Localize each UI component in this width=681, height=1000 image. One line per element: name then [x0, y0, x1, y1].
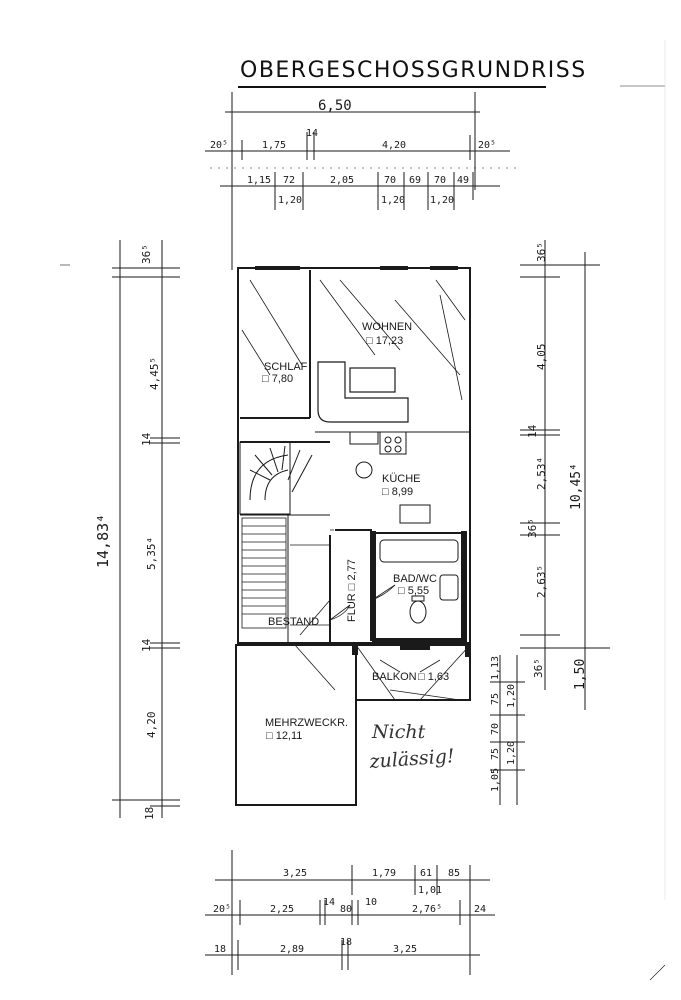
dim-bottom-sub: 1,01: [418, 885, 442, 896]
room-balkon-area: □ 1,63: [418, 671, 449, 683]
roof-slope-lines: [241, 279, 466, 401]
bottom-dimension-lines: [205, 850, 495, 975]
stove: [349, 431, 431, 524]
dim-bottom-2: 1,79: [372, 868, 396, 879]
dim-right-3: 14: [526, 424, 539, 438]
dim-bottom-r3-3: 18: [340, 937, 352, 948]
dim-small-5: 75: [490, 748, 501, 760]
dim-total-width: 6,50: [318, 98, 352, 114]
room-mehrzweck-area: □ 12,11: [266, 730, 302, 742]
room-bestand: BESTAND: [268, 616, 319, 628]
dim-left-6: 4,20: [145, 712, 158, 739]
dim-row2-1: 1,15: [247, 175, 271, 186]
room-mehrzweck-name: MEHRZWECKR.: [265, 717, 348, 729]
dim-row2-6: 70: [434, 175, 446, 186]
left-dimension-lines: [112, 240, 180, 818]
dim-small-6: 1,20: [506, 741, 517, 765]
room-kueche-name: KÜCHE: [382, 473, 421, 485]
dim-small-7: 1,05: [490, 768, 501, 792]
balcony-markers: [379, 659, 461, 701]
dim-left-1: 36⁵: [140, 244, 153, 264]
dim-bottom-r2-3: 14: [323, 897, 335, 908]
straight-stair: [241, 517, 330, 629]
dim-bottom-r3-2: 2,89: [280, 944, 304, 955]
dim-left-3: 14: [140, 432, 153, 446]
dim-top-5: 20⁵: [478, 140, 496, 151]
room-balkon-name: BALKON: [372, 671, 417, 683]
dim-bottom-r2-7: 24: [474, 904, 486, 915]
dim-bottom-r2-1: 20⁵: [213, 904, 231, 915]
dim-left-4: 5,35⁴: [145, 537, 158, 570]
dim-right-7: 36⁵: [532, 658, 545, 678]
dim-sub-2: 1,20: [381, 195, 405, 206]
dim-right-6: 2,63⁵: [535, 565, 548, 598]
dim-bottom-3: 61: [420, 868, 432, 879]
spiral-stair: [239, 441, 313, 515]
partitions: [240, 529, 372, 644]
dim-bottom-r3-1: 18: [214, 944, 226, 955]
right-dimension-lines: [490, 240, 610, 805]
dim-sub-3: 1,20: [430, 195, 454, 206]
dim-right-1: 36⁵: [535, 242, 548, 262]
dim-right-total-b: 1,50: [573, 659, 588, 690]
dim-top-3: 14: [306, 128, 318, 139]
room-bad-area: □ 5,55: [398, 585, 429, 597]
dim-row2-2: 72: [283, 175, 295, 186]
plan-title: OBERGESCHOSSGRUNDRISS: [240, 58, 587, 83]
dim-left-total: 14,83⁴: [94, 514, 112, 568]
dim-bottom-r2-2: 2,25: [270, 904, 294, 915]
dim-row2-5: 69: [409, 175, 421, 186]
dim-bottom-4: 85: [448, 868, 460, 879]
annotation-line-1: Nicht: [371, 721, 426, 743]
dim-top-1: 20⁵: [210, 140, 228, 151]
wall-posts: [352, 531, 471, 657]
room-kueche-area: □ 8,99: [382, 486, 413, 498]
room-wohnen-area: □ 17,23: [366, 335, 403, 347]
dim-left-7: 18: [143, 807, 156, 820]
dim-right-4: 2,53⁴: [535, 457, 548, 490]
title-underline: [238, 86, 546, 88]
dim-bottom-r2-5: 10: [365, 897, 377, 908]
dim-top-4: 4,20: [382, 140, 406, 151]
sofa: [317, 361, 409, 423]
dim-right-5: 36⁵: [526, 518, 539, 538]
dim-bottom-1: 3,25: [283, 868, 307, 879]
door-swings: [294, 584, 471, 701]
dim-right-total-a: 10,45⁴: [569, 463, 584, 510]
dim-left-5: 14: [140, 638, 153, 652]
dim-top-2: 1,75: [262, 140, 286, 151]
dim-row2-4: 70: [384, 175, 396, 186]
scan-marks: [60, 40, 666, 981]
dim-sub-1: 1,20: [278, 195, 302, 206]
dim-small-4: 70: [490, 723, 501, 735]
room-wohnen-name: WOHNEN: [362, 321, 412, 333]
dim-row2-7: 49: [457, 175, 469, 186]
top-dimension-lines: [205, 92, 520, 270]
dim-small-1: 1,13: [490, 656, 501, 680]
room-schlaf-area: □ 7,80: [262, 373, 293, 385]
room-schlaf-name: SCHLAF: [264, 361, 308, 373]
room-bad-name: BAD/WC: [393, 573, 437, 585]
dim-row2-3: 2,05: [330, 175, 354, 186]
dim-left-2: 4,45⁵: [148, 357, 161, 390]
annotation-line-2: zulässig!: [368, 745, 455, 773]
dim-bottom-r2-6: 2,76⁵: [412, 904, 442, 915]
dim-small-2: 75: [490, 693, 501, 705]
dim-small-3: 1,20: [506, 684, 517, 708]
bath-fixtures: [379, 539, 459, 624]
dim-bottom-r3-4: 3,25: [393, 944, 417, 955]
room-flur: FLUR □ 2,77: [346, 559, 358, 622]
dim-right-2: 4,05: [535, 344, 548, 371]
dim-bottom-r2-4: 80: [340, 904, 352, 915]
